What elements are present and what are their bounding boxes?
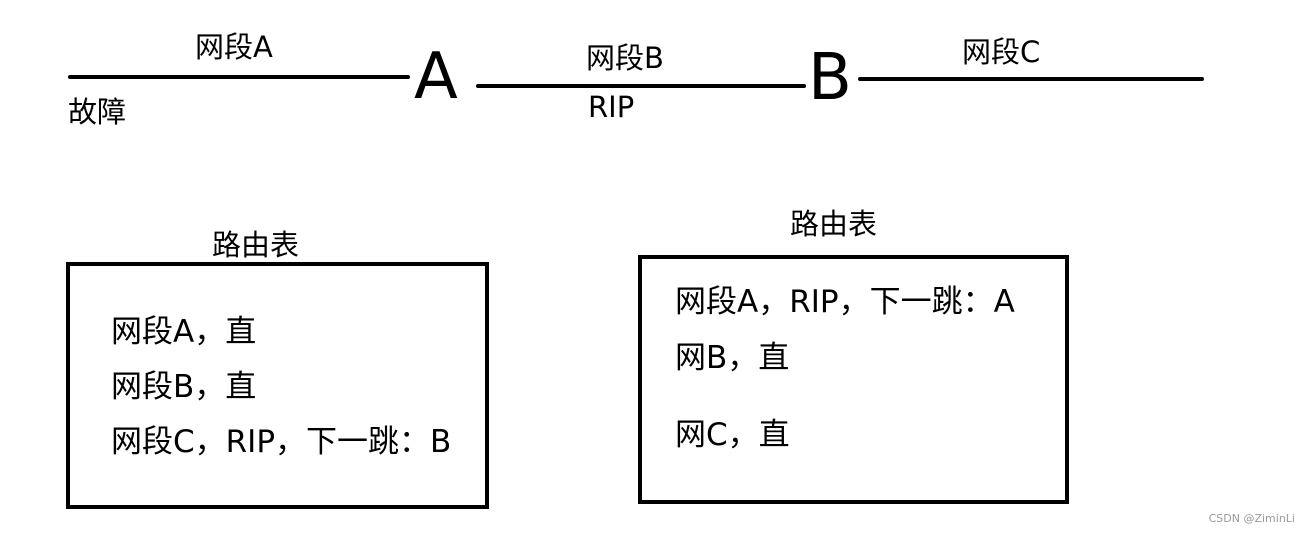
routing-table-a-title: 路由表 bbox=[212, 228, 300, 262]
segment-b-protocol-label: RIP bbox=[588, 90, 635, 124]
routing-table-b-title: 路由表 bbox=[790, 207, 878, 241]
router-a: A bbox=[414, 40, 458, 114]
routing-table-a-row: 网段B，直 bbox=[111, 369, 257, 405]
watermark: CSDN @ZiminLi bbox=[1208, 512, 1295, 525]
segment-b-label: 网段B bbox=[586, 41, 664, 75]
segment-a-fault-label: 故障 bbox=[68, 95, 127, 129]
routing-table-b-row: 网B，直 bbox=[675, 340, 790, 376]
segment-a-line bbox=[68, 75, 410, 79]
routing-table-b-row: 网段A，RIP，下一跳：A bbox=[675, 284, 1015, 320]
routing-table-a-row: 网段A，直 bbox=[111, 314, 257, 350]
routing-table-a-box bbox=[66, 262, 489, 509]
segment-c-label: 网段C bbox=[962, 35, 1041, 69]
segment-c-line bbox=[858, 77, 1204, 81]
routing-table-b-row: 网C，直 bbox=[675, 417, 790, 453]
segment-b-line bbox=[476, 84, 806, 88]
router-b: B bbox=[808, 41, 852, 115]
routing-table-a-row: 网段C，RIP，下一跳：B bbox=[111, 424, 452, 460]
segment-a-label: 网段A bbox=[195, 30, 273, 64]
routing-table-b-box bbox=[638, 255, 1069, 504]
